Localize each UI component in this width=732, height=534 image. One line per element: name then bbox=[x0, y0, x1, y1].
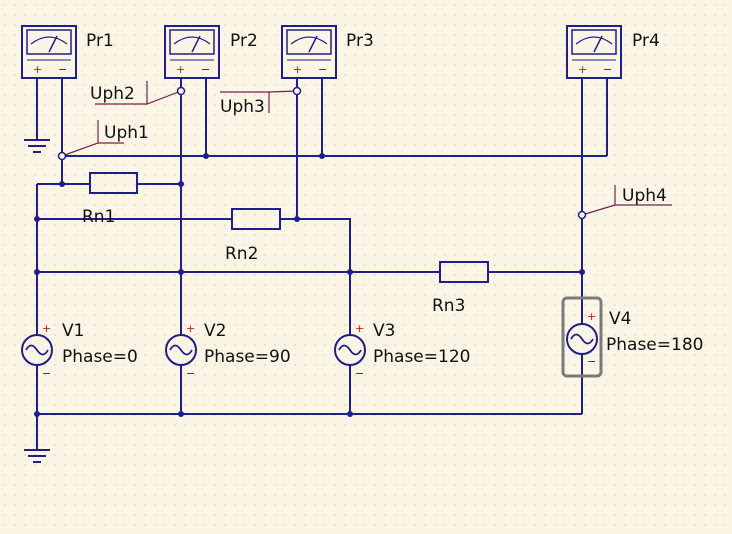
resistor-rn3[interactable]: Rn3 bbox=[432, 261, 489, 316]
source-plus: + bbox=[587, 310, 596, 323]
resistor-label: Rn2 bbox=[225, 244, 258, 264]
source-plus: + bbox=[186, 322, 195, 335]
source-v2[interactable]: + − V2 Phase=90 bbox=[165, 320, 291, 380]
wires bbox=[36, 78, 608, 450]
source-minus: − bbox=[186, 367, 195, 380]
source-label: V4 bbox=[609, 309, 631, 329]
probe-plus: + bbox=[176, 63, 185, 76]
source-v4[interactable]: + − V4 Phase=180 bbox=[561, 296, 703, 378]
probe-label: Pr4 bbox=[632, 31, 660, 51]
probe-minus: − bbox=[201, 63, 210, 76]
probe-plus: + bbox=[293, 63, 302, 76]
selection-frame bbox=[561, 296, 603, 378]
source-minus: − bbox=[42, 367, 51, 380]
source-param: Phase=90 bbox=[204, 347, 291, 367]
voltage-probe-uph3[interactable]: Uph3 bbox=[220, 86, 302, 118]
source-plus: + bbox=[355, 322, 364, 335]
source-minus: − bbox=[355, 367, 364, 380]
resistor-label: Rn1 bbox=[82, 207, 115, 227]
probe-minus: − bbox=[58, 63, 67, 76]
probe-label: Pr3 bbox=[346, 31, 374, 51]
resistor-rn1[interactable]: Rn1 bbox=[82, 172, 138, 227]
probe-minus: − bbox=[318, 63, 327, 76]
probe-label: Pr1 bbox=[86, 31, 114, 51]
source-v3[interactable]: + − V3 Phase=120 bbox=[334, 320, 470, 380]
source-plus: + bbox=[42, 322, 51, 335]
voltage-probe-label: Uph4 bbox=[622, 186, 667, 206]
source-param: Phase=120 bbox=[373, 347, 470, 367]
probe-plus: + bbox=[578, 63, 587, 76]
resistor-label: Rn3 bbox=[432, 296, 465, 316]
probe-pr1[interactable]: + − Pr1 bbox=[21, 25, 114, 79]
source-minus: − bbox=[587, 355, 596, 368]
probe-pr2[interactable]: + − Pr2 bbox=[164, 25, 258, 79]
probe-minus: − bbox=[603, 63, 612, 76]
probe-pr3[interactable]: + − Pr3 bbox=[281, 25, 374, 79]
probe-pr4[interactable]: + − Pr4 bbox=[566, 25, 660, 79]
source-param: Phase=0 bbox=[62, 347, 138, 367]
resistor-rn2[interactable]: Rn2 bbox=[225, 208, 281, 264]
junctions bbox=[34, 153, 585, 417]
probe-label: Pr2 bbox=[230, 31, 258, 51]
probe-plus: + bbox=[33, 63, 42, 76]
voltage-probe-uph4[interactable]: Uph4 bbox=[577, 185, 673, 220]
source-param: Phase=180 bbox=[606, 335, 703, 355]
source-v1[interactable]: + − V1 Phase=0 bbox=[21, 320, 138, 380]
voltage-probe-label: Uph1 bbox=[104, 123, 149, 143]
voltage-probe-uph2[interactable]: Uph2 bbox=[90, 81, 186, 105]
source-label: V2 bbox=[204, 321, 226, 341]
source-label: V3 bbox=[373, 321, 395, 341]
voltage-probe-label: Uph3 bbox=[220, 97, 265, 117]
source-label: V1 bbox=[62, 321, 84, 341]
ground-icon bbox=[24, 449, 50, 463]
ground-icon bbox=[24, 139, 50, 153]
voltage-probe-label: Uph2 bbox=[90, 84, 135, 104]
voltage-probe-uph1[interactable]: Uph1 bbox=[57, 120, 149, 161]
